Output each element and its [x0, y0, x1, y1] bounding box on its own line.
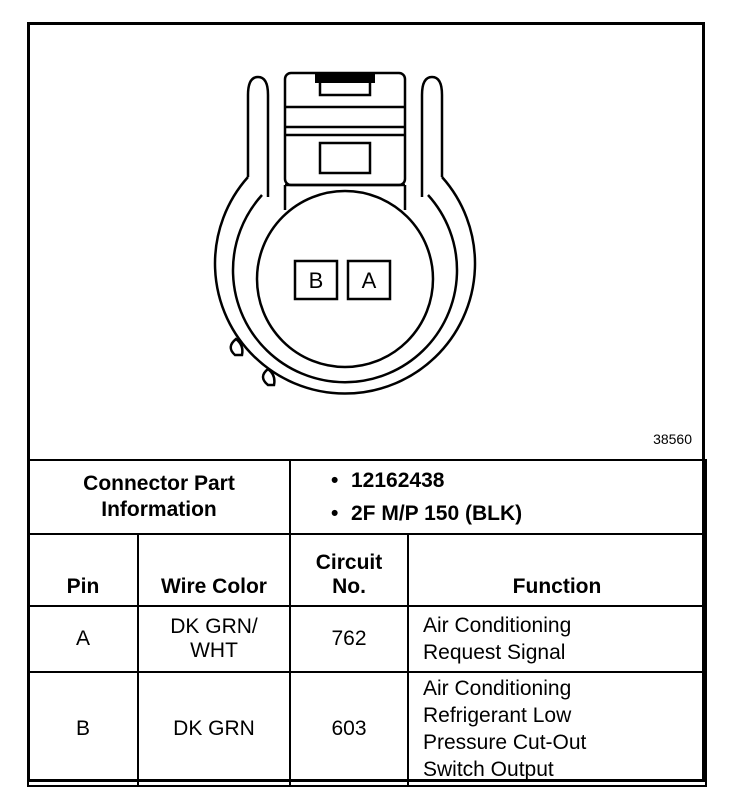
- cavity-label-a: A: [362, 268, 377, 293]
- header-pin: Pin: [27, 533, 139, 607]
- table-row: B DK GRN 603 Air Conditioning Refrigeran…: [27, 671, 707, 787]
- header-circuit: Circuit No.: [289, 533, 409, 607]
- connector-drawing: B A: [213, 71, 477, 395]
- connector-part-info-label: Connector Part Information: [27, 459, 291, 535]
- part-number: 12162438: [331, 464, 705, 497]
- part-number-list: 12162438 2F M/P 150 (BLK): [289, 459, 707, 535]
- connector-part-info-row: Connector Part Information 12162438 2F M…: [27, 459, 707, 535]
- function-cell: Air Conditioning Request Signal: [407, 605, 707, 673]
- circuit-cell: 762: [289, 605, 409, 673]
- cavity-b: [293, 259, 339, 301]
- function-cell: Air Conditioning Refrigerant Low Pressur…: [407, 671, 707, 787]
- table-header-row: Pin Wire Color Circuit No. Function: [27, 533, 707, 607]
- polarity-key-1: [229, 337, 244, 357]
- part-number: 2F M/P 150 (BLK): [331, 497, 705, 530]
- connector-info-table: Connector Part Information 12162438 2F M…: [27, 459, 707, 787]
- table-row: A DK GRN/ WHT 762 Air Conditioning Reque…: [27, 605, 707, 673]
- wire-color-cell: DK GRN: [137, 671, 291, 787]
- cavity-a: [346, 259, 392, 301]
- connector-outer-ring: [213, 176, 477, 395]
- wire-color-cell: DK GRN/ WHT: [137, 605, 291, 673]
- diagram-frame: B A 38560 Connector Part Information 121…: [27, 22, 707, 787]
- circuit-cell: 603: [289, 671, 409, 787]
- connector-face: [255, 189, 435, 369]
- pin-cell: A: [27, 605, 139, 673]
- left-latch-arm: [246, 75, 270, 197]
- right-latch-arm: [420, 75, 444, 197]
- connector-shoulder: [283, 183, 407, 210]
- figure-number: 38560: [653, 431, 692, 447]
- cavity-label-b: B: [309, 268, 324, 293]
- header-function: Function: [407, 533, 707, 607]
- polarity-key-2: [261, 367, 276, 387]
- pin-cell: B: [27, 671, 139, 787]
- connector-inner-ring: [231, 194, 459, 384]
- locking-tab: [283, 71, 407, 187]
- header-wire-color: Wire Color: [137, 533, 291, 607]
